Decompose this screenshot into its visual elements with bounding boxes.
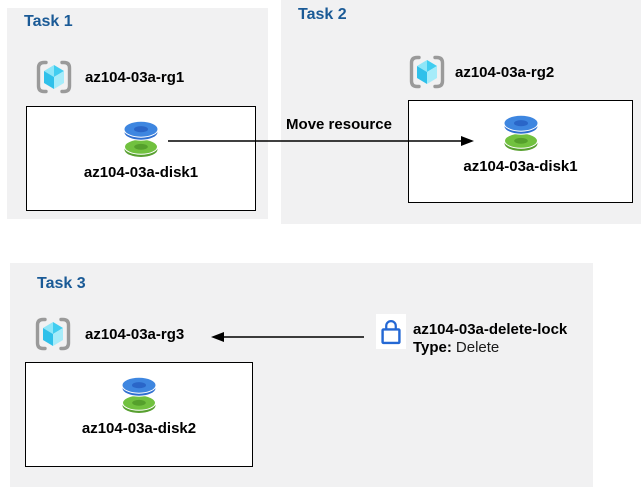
delete-lock [376,314,406,349]
task1-panel: Task 1 az104-03a-rg1 az104-03a-disk1 [7,8,268,219]
resource-group-name: az104-03a-rg3 [85,325,185,343]
resource-group-icon [407,53,447,91]
disk-icon [123,118,159,158]
task3-resource-box: az104-03a-disk2 [25,362,253,467]
task3-resource-group: az104-03a-rg3 [33,315,184,353]
delete-lock-text: az104-03a-delete-lock Type:Delete [413,321,567,357]
resource-group-name: az104-03a-rg2 [455,63,555,81]
task1-heading: Task 1 [24,13,73,30]
task2-resource-box: az104-03a-disk1 [408,100,633,203]
task2-panel: Task 2 az104-03a-rg2 az104-03a-disk1 [281,0,641,224]
task3-panel: Task 3 az104-03a-rg3 az104-03a-disk2 az1… [10,263,593,487]
lock-type-label: Type: [413,339,452,356]
disk-name: az104-03a-disk2 [81,420,197,437]
task2-resource-group: az104-03a-rg2 [407,53,554,91]
task2-heading: Task 2 [298,6,347,23]
disk-name: az104-03a-disk1 [463,158,578,175]
lock-type-value: Delete [455,339,500,356]
lock-icon [378,316,404,347]
resource-group-icon [34,58,74,96]
task3-heading: Task 3 [37,275,86,292]
task1-resource-group: az104-03a-rg1 [34,58,184,96]
resource-group-icon [33,315,73,353]
move-resource-label: Move resource [286,116,392,133]
task1-resource-box: az104-03a-disk1 [26,106,256,211]
resource-group-name: az104-03a-rg1 [85,68,185,86]
disk-icon [121,374,157,414]
lock-name: az104-03a-delete-lock [413,321,568,338]
disk-icon [503,112,539,152]
disk-name: az104-03a-disk1 [83,164,199,181]
